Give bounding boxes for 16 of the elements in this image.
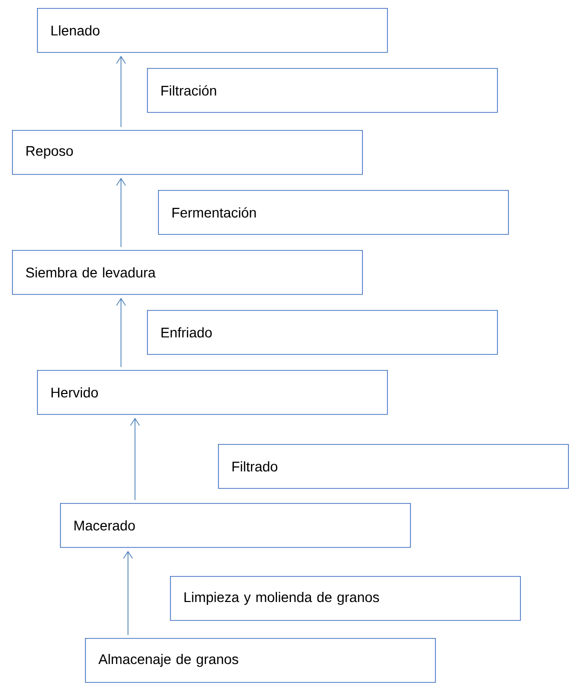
arrow: [116, 298, 126, 368]
arrow: [123, 550, 133, 636]
arrow: [116, 56, 126, 128]
arrow: [116, 178, 126, 248]
process-box: Fermentación: [158, 190, 509, 235]
process-box: Filtración: [147, 68, 498, 113]
process-box: Reposo: [12, 130, 363, 175]
process-box: Hervido: [37, 370, 388, 415]
process-box: Macerado: [60, 503, 411, 548]
process-box: Llenado: [37, 8, 388, 53]
arrow: [130, 418, 140, 500]
process-box: Limpieza y molienda de granos: [170, 576, 521, 621]
process-box: Almacenaje de granos: [85, 638, 436, 683]
process-box: Filtrado: [218, 444, 569, 489]
process-box: Siembra de levadura: [12, 250, 363, 295]
process-box: Enfriado: [147, 310, 498, 355]
